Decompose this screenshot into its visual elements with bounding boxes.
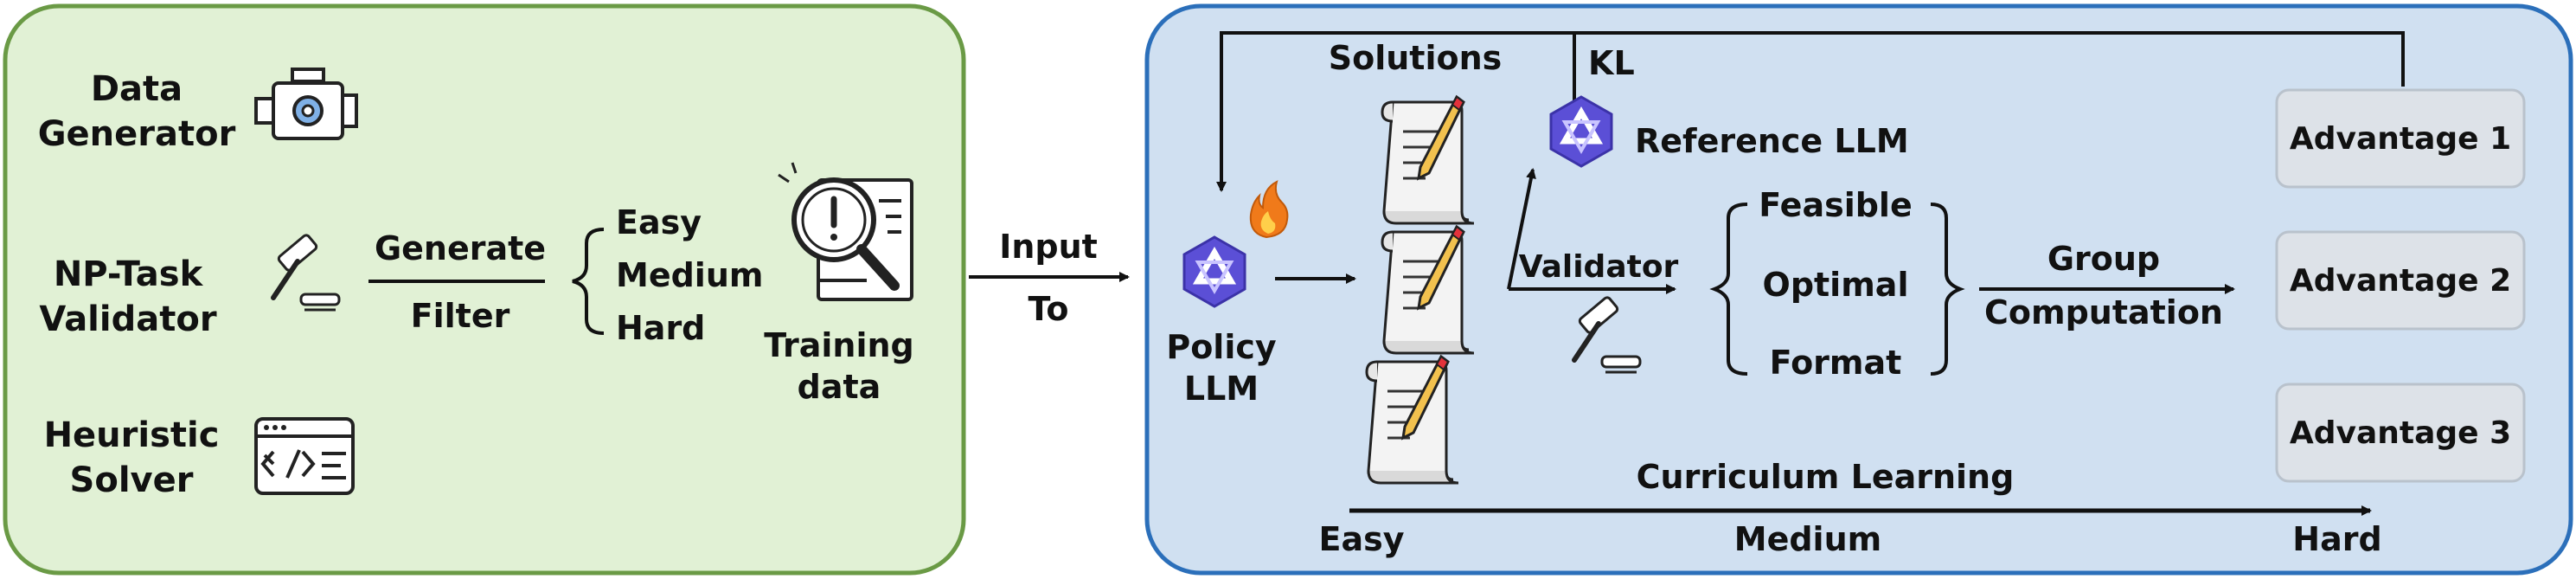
solution-scroll-3	[1365, 355, 1460, 485]
criterion-feasible: Feasible	[1759, 186, 1912, 224]
curriculum-title: Curriculum Learning	[1637, 458, 2015, 496]
advantage-2-label: Advantage 2	[2290, 263, 2511, 299]
left-panel	[3, 3, 966, 576]
criterion-optimal: Optimal	[1763, 266, 1909, 304]
policy-llm-line2: LLM	[1184, 370, 1259, 408]
training-data-line1: Training	[764, 326, 914, 364]
solutions-label: Solutions	[1329, 39, 1503, 77]
right-panel	[1144, 3, 2573, 576]
curriculum-medium: Medium	[1734, 520, 1881, 558]
source-np-task-line1: NP-Task	[54, 254, 204, 294]
advantage-1-label: Advantage 1	[2290, 121, 2511, 157]
curriculum-hard: Hard	[2292, 520, 2381, 558]
source-heuristic-line1: Heuristic	[44, 415, 220, 455]
validator-label: Validator	[1519, 249, 1679, 285]
code-window-icon	[254, 417, 355, 495]
group-computation-line1: Group	[2047, 240, 2160, 278]
solution-scroll-1	[1381, 95, 1476, 225]
difficulty-easy: Easy	[616, 203, 702, 241]
criteria-open-brace	[1709, 203, 1748, 376]
reference-llm-label: Reference LLM	[1635, 122, 1909, 160]
to-reference-arrow	[1507, 168, 1536, 290]
solution-scroll-2	[1381, 225, 1476, 355]
advantage-3-label: Advantage 3	[2290, 415, 2511, 451]
difficulty-hard: Hard	[616, 309, 705, 347]
criteria-close-brace	[1930, 203, 1965, 376]
source-heuristic-line2: Solver	[70, 460, 194, 500]
source-data-generator-line2: Generator	[38, 114, 236, 154]
group-computation-line2: Computation	[1984, 293, 2223, 331]
curriculum-easy: Easy	[1319, 520, 1405, 558]
engine-gear-icon	[254, 68, 358, 140]
training-data-line2: data	[798, 368, 881, 406]
generate-label: Generate	[375, 229, 546, 267]
difficulty-brace	[572, 228, 605, 335]
input-label: Input	[999, 228, 1098, 266]
criterion-format: Format	[1770, 344, 1902, 382]
advantage-1-box	[2275, 88, 2526, 189]
magnifier-document-icon	[778, 162, 913, 301]
to-label: To	[1028, 290, 1069, 328]
kl-label: KL	[1588, 44, 1635, 82]
difficulty-medium: Medium	[616, 256, 763, 294]
advantage-3-box	[2275, 383, 2526, 483]
filter-label: Filter	[411, 297, 510, 335]
flame-icon	[1249, 180, 1289, 239]
policy-llm-line1: Policy	[1166, 328, 1277, 366]
kl-feedback-line	[1216, 31, 2405, 192]
advantage-2-box	[2275, 230, 2526, 331]
source-data-generator-line1: Data	[91, 69, 183, 109]
source-np-task-line2: Validator	[39, 299, 216, 339]
